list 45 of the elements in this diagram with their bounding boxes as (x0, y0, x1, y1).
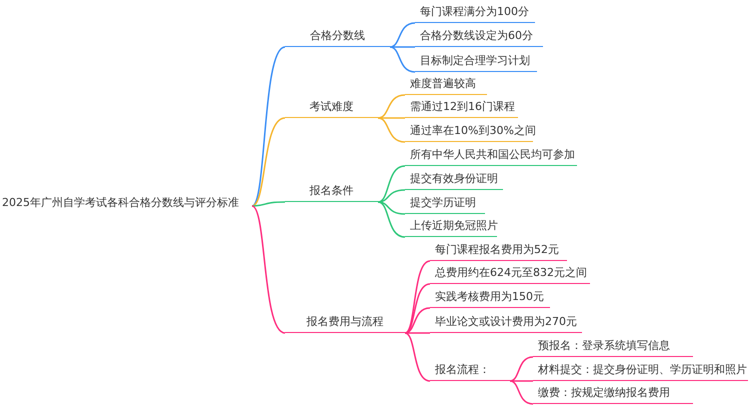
branch-topic: 考试难度 (285, 98, 378, 118)
leaf-topic: 所有中华人民共和国公民均可参加 (405, 146, 577, 166)
root-topic: 2025年广州自学考试各科合格分数线与评分标准 (2, 194, 252, 214)
leaf-topic: 难度普遍较高 (405, 75, 487, 95)
branch-topic: 报名条件 (285, 182, 378, 202)
leaf-topic: 每门课程报名费用为52元 (430, 241, 567, 261)
leaf-topic: 提交学历证明 (405, 194, 485, 214)
connector-line (510, 380, 533, 382)
leaf-topic: 合格分数线设定为60分 (415, 27, 543, 47)
connector-line (378, 201, 406, 238)
leaf-topic: 通过率在10%到30%之间 (405, 122, 533, 142)
leaf-topic: 每门课程满分为100分 (415, 3, 535, 23)
leaf-topic: 实践考核费用为150元 (430, 288, 550, 308)
connector-line (510, 380, 534, 405)
leaf-topic: 材料提交：提交身份证明、学历证明和照片 (533, 361, 748, 381)
connector-line (252, 117, 286, 207)
connector-line (252, 201, 286, 207)
connector-line (390, 46, 416, 73)
connector-line (404, 260, 430, 334)
leaf-topic: 缴费：按规定缴纳报名费用 (533, 384, 693, 404)
leaf-topic: 提交有效身份证明 (405, 170, 503, 190)
connector-line (510, 356, 534, 382)
branch-topic: 报名费用与流程 (285, 313, 405, 333)
leaf-topic: 上传近期免冠照片 (405, 217, 497, 237)
connector-line (405, 332, 430, 334)
leaf-topic: 报名流程： (430, 361, 510, 381)
connector-line (252, 205, 286, 334)
connector-line (378, 189, 406, 203)
connector-line (378, 94, 406, 119)
connector-line (404, 283, 430, 334)
leaf-topic: 总费用约在624元至832元之间 (430, 264, 590, 284)
connector-line (251, 46, 286, 207)
connector-line (404, 332, 430, 382)
connector-line (404, 307, 430, 334)
connector-line (390, 22, 416, 48)
leaf-topic: 毕业论文或设计费用为270元 (430, 313, 582, 333)
connector-line (390, 46, 415, 48)
connector-line (378, 117, 406, 143)
leaf-topic: 目标制定合理学习计划 (415, 52, 537, 72)
connector-line (378, 165, 406, 203)
connector-line (378, 117, 405, 119)
branch-topic: 合格分数线 (285, 27, 390, 47)
leaf-topic: 需通过12到16门课程 (405, 98, 518, 118)
connector-line (378, 201, 406, 215)
leaf-topic: 预报名：登录系统填写信息 (533, 337, 693, 357)
